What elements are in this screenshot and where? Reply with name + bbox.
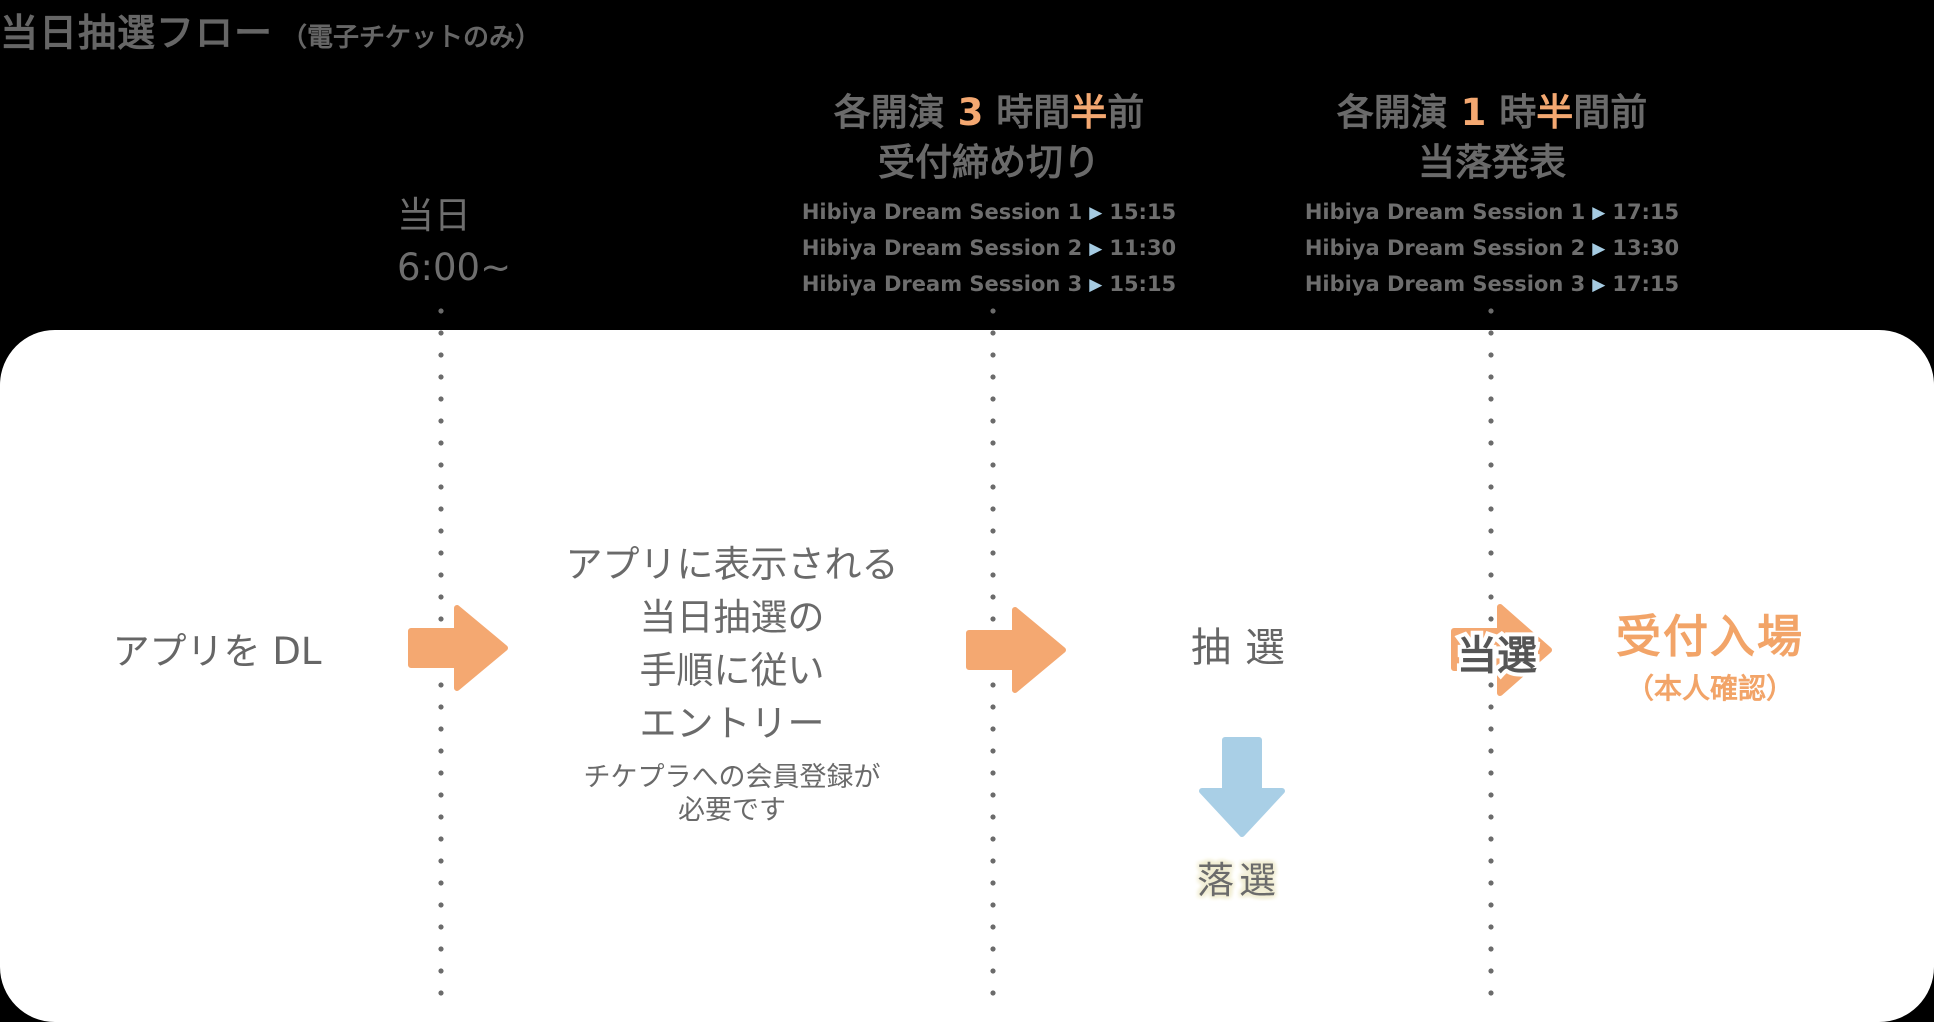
session-time: 17:15 — [1612, 272, 1680, 296]
session-time-arrow-icon: ▶ — [1089, 203, 1103, 223]
step-entry-note: チケプラへの会員登録が 必要です — [566, 761, 899, 827]
announcement-heading-part: 各開演 — [1336, 91, 1461, 134]
announcement-session-list: Hibiya Dream Session 1 ▶ 17:15 Hibiya Drea… — [1305, 195, 1679, 303]
announcement-heading-highlight: 1 — [1460, 91, 1487, 134]
step-reception-entry: 受付入場 （本人確認） — [1616, 600, 1804, 707]
deadline-heading-part: 前 — [1107, 91, 1145, 134]
announcement-heading-highlight: 半 — [1536, 91, 1574, 134]
flow-panel — [0, 330, 1934, 1022]
start-label-time: 6:00~ — [397, 246, 512, 289]
lose-arrow-down-icon — [1196, 736, 1288, 838]
session-row: Hibiya Dream Session 2 ▶ 13:30 — [1305, 231, 1679, 267]
session-time-arrow-icon: ▶ — [1592, 239, 1606, 259]
session-name: Hibiya Dream Session 3 — [1304, 272, 1586, 296]
flow-arrow-right-icon — [407, 602, 509, 694]
session-time: 15:15 — [1109, 272, 1177, 296]
step-entry-line: 手順に従い — [639, 649, 825, 692]
identity-check-note: （本人確認） — [1625, 672, 1795, 705]
win-arrow-right-icon — [1450, 602, 1552, 698]
announcement-column-header: 各開演 1 時半間前 当落発表 Hibiya Dream Session 1 ▶ 1… — [1305, 88, 1679, 303]
session-row: Hibiya Dream Session 3 ▶ 15:15 — [802, 267, 1176, 303]
start-label-day: 当日 — [397, 194, 471, 237]
page-title: 当日抽選フロー （電子チケットのみ） — [0, 2, 541, 57]
announcement-subheading: 当落発表 — [1418, 141, 1566, 184]
session-time-arrow-icon: ▶ — [1592, 203, 1606, 223]
deadline-heading-highlight: 3 — [957, 91, 984, 134]
step-entry-note-line: 必要です — [678, 795, 786, 826]
page-title-note: （電子チケットのみ） — [281, 23, 542, 53]
timeline-start-label: 当日 6:00~ — [397, 190, 511, 294]
step-entry-line: エントリー — [639, 702, 825, 745]
session-name: Hibiya Dream Session 1 — [801, 200, 1083, 224]
session-time: 17:15 — [1612, 200, 1680, 224]
session-time-arrow-icon: ▶ — [1592, 275, 1606, 295]
deadline-heading-part: 時間 — [983, 91, 1071, 134]
deadline-heading-highlight: 半 — [1070, 91, 1108, 134]
session-time-arrow-icon: ▶ — [1089, 275, 1103, 295]
session-row: Hibiya Dream Session 1 ▶ 15:15 — [802, 195, 1176, 231]
session-row: Hibiya Dream Session 1 ▶ 17:15 — [1305, 195, 1679, 231]
announcement-heading-part: 時 — [1486, 91, 1537, 134]
session-row: Hibiya Dream Session 2 ▶ 11:30 — [802, 231, 1176, 267]
win-badge: 当選 当選 — [1453, 623, 1541, 683]
page-title-main: 当日抽選フロー — [0, 11, 274, 55]
flow-arrow-right-icon — [965, 604, 1067, 696]
session-row: Hibiya Dream Session 3 ▶ 17:15 — [1305, 267, 1679, 303]
session-time-arrow-icon: ▶ — [1089, 239, 1103, 259]
step-download-app: アプリを DL — [112, 630, 322, 673]
reception-entry-label: 受付入場 — [1615, 610, 1805, 663]
step-entry-line: 当日抽選の — [639, 596, 825, 639]
deadline-heading: 各開演 3 時間半前 — [802, 88, 1176, 138]
deadline-column-header: 各開演 3 時間半前 受付締め切り Hibiya Dream Session 1… — [802, 88, 1176, 303]
session-time: 11:30 — [1109, 236, 1177, 260]
step-entry-line: アプリに表示される — [565, 543, 899, 586]
session-time: 13:30 — [1612, 236, 1680, 260]
win-badge-outline: 当選 — [1453, 629, 1541, 683]
deadline-session-list: Hibiya Dream Session 1 ▶ 15:15 Hibiya Drea… — [802, 195, 1176, 303]
session-name: Hibiya Dream Session 2 — [1304, 236, 1586, 260]
step-entry-note-line: チケプラへの会員登録が — [583, 762, 881, 793]
deadline-subheading: 受付締め切り — [878, 141, 1100, 184]
step-lottery: 抽選 — [1191, 625, 1299, 671]
win-badge-label: 当選 — [1457, 633, 1537, 679]
lose-label: 落選 — [1197, 859, 1281, 902]
session-name: Hibiya Dream Session 2 — [801, 236, 1083, 260]
session-name: Hibiya Dream Session 3 — [801, 272, 1083, 296]
step-entry: アプリに表示される 当日抽選の 手順に従い エントリー チケプラへの会員登録が … — [566, 538, 899, 827]
session-time: 15:15 — [1109, 200, 1177, 224]
deadline-heading-part: 各開演 — [833, 91, 958, 134]
announcement-heading-part: 間前 — [1573, 91, 1648, 134]
announcement-heading: 各開演 1 時半間前 — [1305, 88, 1679, 138]
session-name: Hibiya Dream Session 1 — [1304, 200, 1586, 224]
